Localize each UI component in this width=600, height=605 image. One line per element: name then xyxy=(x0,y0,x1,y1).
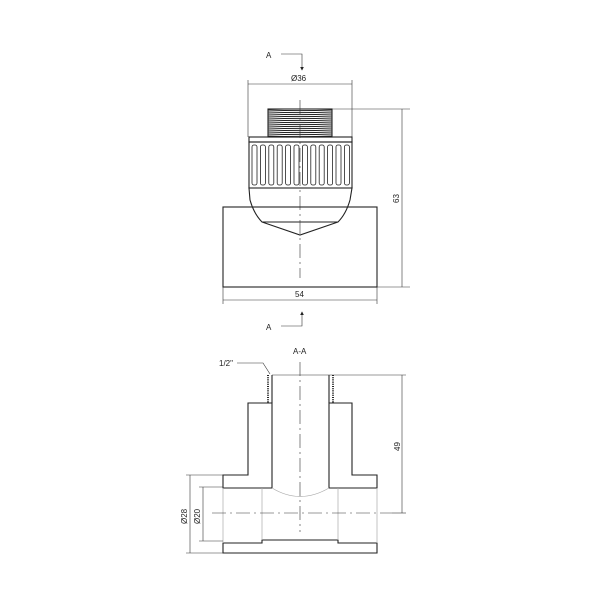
cap-rib xyxy=(335,144,342,186)
dim-width-54: 54 xyxy=(295,290,304,299)
cap-rib xyxy=(285,144,292,186)
cap-rib xyxy=(343,144,350,186)
thread-line xyxy=(267,119,333,122)
thread-section xyxy=(267,375,334,403)
cap-rib xyxy=(293,144,300,186)
dim-height-49: 49 xyxy=(393,442,402,451)
dim-diameter-36: Ø36 xyxy=(291,74,307,83)
cap-rib xyxy=(268,144,275,186)
bore-lines xyxy=(222,487,378,543)
thread-line xyxy=(267,121,333,124)
left-wall-section xyxy=(222,402,273,489)
dome xyxy=(248,187,353,223)
bottom-wall-section xyxy=(222,539,378,554)
section-arrow-top xyxy=(281,53,304,71)
section-mark-top: A xyxy=(266,51,272,60)
right-wall-section xyxy=(328,402,378,489)
dim-height-63: 63 xyxy=(392,194,401,203)
section-view: A-A 1/2" 49 Ø28 Ø20 xyxy=(180,347,406,554)
dim-outer-diameter: Ø28 xyxy=(180,508,189,524)
cap-rib xyxy=(318,144,325,186)
cap-band xyxy=(248,136,353,143)
thread-line xyxy=(267,115,333,118)
thread-label: 1/2" xyxy=(219,359,233,368)
cap-rib xyxy=(301,144,308,186)
cap-rib xyxy=(259,144,266,186)
cap-rib xyxy=(327,144,334,186)
cap-rib xyxy=(251,144,258,186)
dim-inner-diameter: Ø20 xyxy=(193,508,202,524)
section-title: A-A xyxy=(293,347,307,356)
cap-rib xyxy=(310,144,317,186)
section-arrow-bottom xyxy=(281,311,304,327)
ribbed-cap xyxy=(248,141,353,189)
top-view: A Ø36 63 54 A xyxy=(222,51,410,332)
thread-line xyxy=(267,113,333,116)
cap-ribs xyxy=(251,144,350,186)
section-mark-bottom: A xyxy=(266,323,272,332)
thread-leader xyxy=(237,362,271,375)
cap-rib xyxy=(276,144,283,186)
